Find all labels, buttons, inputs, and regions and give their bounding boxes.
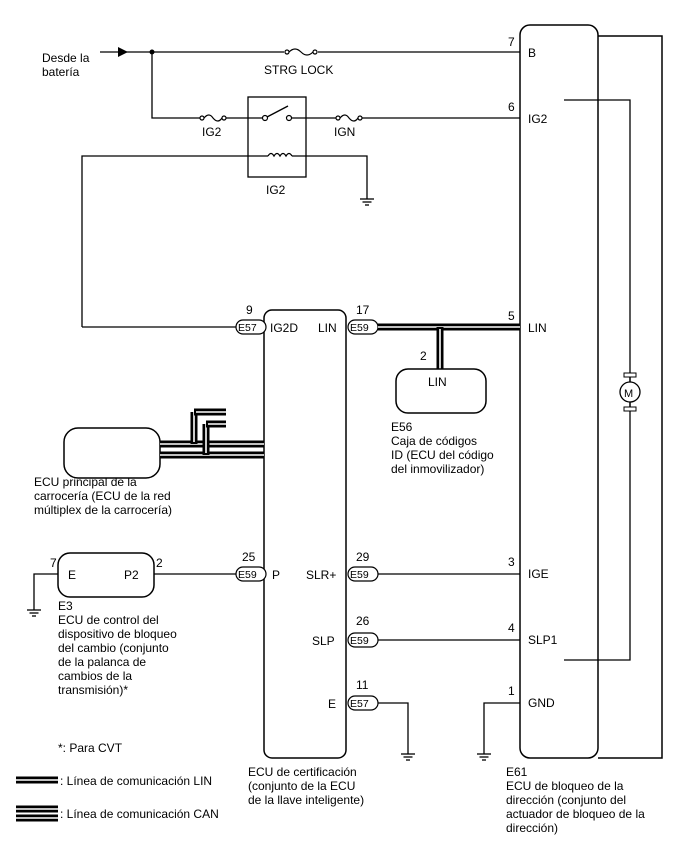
cert-connector-label: E57 xyxy=(350,698,369,710)
steering-pin-num: 6 xyxy=(508,100,515,114)
can-bus xyxy=(160,408,264,459)
steering-pin-num: 1 xyxy=(508,684,515,698)
steering-pin-name: IGE xyxy=(528,567,549,581)
steering-ecu-name: dirección) xyxy=(506,821,558,835)
relay-ig2-symbol xyxy=(247,96,307,178)
cert-pin-name: E xyxy=(328,697,336,711)
steering-ecu-code: E61 xyxy=(506,765,528,779)
body-ecu-name: carrocería (ECU de la red xyxy=(34,489,171,503)
steering-pin-name: LIN xyxy=(528,321,547,335)
fuse-ign-label: IGN xyxy=(334,125,355,139)
ig2-branch-wire xyxy=(151,52,520,119)
shift-ecu-name: ECU de control del xyxy=(58,613,159,627)
body-ecu-box xyxy=(63,427,161,479)
steering-pin-num: 3 xyxy=(508,555,515,569)
steering-ecu-name: ECU de bloqueo de la xyxy=(506,779,624,793)
certification-ecu-box xyxy=(263,309,347,759)
steering-pin-name: B xyxy=(528,46,536,60)
shift-pin-name: P2 xyxy=(124,568,139,582)
lin-bus xyxy=(378,323,520,369)
body-ecu-name: ECU principal de la xyxy=(34,475,137,489)
cert-pin-name: LIN xyxy=(318,321,337,335)
shift-ecu-name: dispositivo de bloqueo xyxy=(58,627,177,641)
shift-ecu-name: cambios de la xyxy=(58,669,132,683)
body-ecu-name: múltiplex de la carrocería) xyxy=(34,503,172,517)
source-label-line1: Desde la xyxy=(42,51,90,65)
fuse-strg-lock-symbol xyxy=(284,48,318,56)
shift-pin-name: E xyxy=(68,568,76,582)
cert-connector-label: E59 xyxy=(350,635,369,647)
legend-can-line xyxy=(16,805,58,822)
connectors xyxy=(235,319,379,711)
steering-ecu-name: actuador de bloqueo de la xyxy=(506,807,645,821)
cert-pin-name: P xyxy=(272,568,280,582)
shift-ecu-code: E3 xyxy=(58,599,73,613)
shift-lock-ecu-box xyxy=(57,552,155,598)
cert-pin-name: IG2D xyxy=(270,321,298,335)
id-box-name: Caja de códigos xyxy=(391,434,477,448)
cert-pin-num: 29 xyxy=(356,550,370,564)
shift-ecu-name: del cambio (conjunto xyxy=(58,641,169,655)
relay-ig2-label: IG2 xyxy=(266,183,286,197)
relay-coil-wires xyxy=(81,155,375,327)
steering-lock-ecu-box xyxy=(519,24,599,759)
cert-ecu-name: ECU de certificación xyxy=(248,765,357,779)
steering-pin-num: 4 xyxy=(508,621,515,635)
footnote: *: Para CVT xyxy=(58,741,123,755)
shift-ecu-name: de la palanca de xyxy=(58,655,146,669)
legend-can-label: : Línea de comunicación CAN xyxy=(60,807,219,821)
shift-pin-num: 7 xyxy=(50,556,57,570)
shift-ecu-name: transmisión)* xyxy=(58,683,128,697)
id-box-pin-name: LIN xyxy=(428,375,447,389)
signal-wires xyxy=(378,573,520,761)
id-box-name: ID (ECU del código xyxy=(391,448,494,462)
steering-ecu-name: dirección (conjunto del xyxy=(506,793,626,807)
cert-pin-num: 26 xyxy=(356,614,370,628)
cert-connector-label: E57 xyxy=(238,322,257,334)
fuse-ign-symbol xyxy=(335,114,363,122)
id-box-name: del inmovilizador) xyxy=(391,462,484,476)
fuse-ig2-symbol xyxy=(199,114,227,122)
motor-label: M xyxy=(624,388,633,400)
cert-pin-num: 17 xyxy=(356,303,370,317)
source-label-line2: batería xyxy=(42,65,80,79)
fuse-strg-lock-label: STRG LOCK xyxy=(264,63,333,77)
id-box-code: E56 xyxy=(391,420,413,434)
steering-pin-name: GND xyxy=(528,696,555,710)
cert-connector-label: E59 xyxy=(350,569,369,581)
cert-ecu-name: (conjunto de la ECU xyxy=(248,779,355,793)
cert-ecu-name: de la llave inteligente) xyxy=(248,793,364,807)
cert-pin-num: 9 xyxy=(246,303,253,317)
steering-pin-num: 7 xyxy=(508,35,515,49)
steering-pin-num: 5 xyxy=(508,309,515,323)
cert-connector-label: E59 xyxy=(350,322,369,334)
steering-pin-name: IG2 xyxy=(528,112,548,126)
shift-ecu-wires xyxy=(26,573,236,617)
steering-pin-name: SLP1 xyxy=(528,633,558,647)
id-box-pin-num: 2 xyxy=(420,349,427,363)
shift-pin-num: 2 xyxy=(156,556,163,570)
id-code-box xyxy=(395,368,487,414)
cert-pin-name: SLP xyxy=(312,634,335,648)
cert-pin-name: SLR+ xyxy=(306,568,336,582)
cert-connector-label: E59 xyxy=(238,569,257,581)
cert-pin-num: 11 xyxy=(356,678,369,692)
cert-pin-num: 25 xyxy=(242,550,256,564)
legend-lin-label: : Línea de comunicación LIN xyxy=(60,774,212,788)
fuse-ig2-label: IG2 xyxy=(202,125,222,139)
